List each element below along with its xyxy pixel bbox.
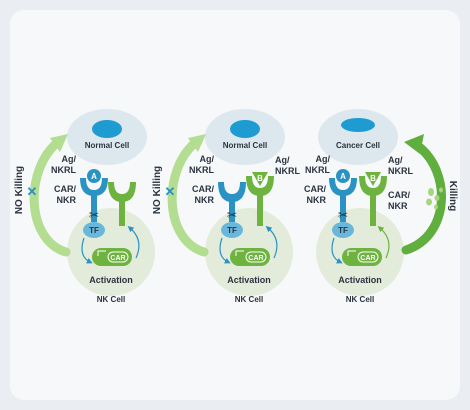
ag-label-b-1: Ag/ <box>275 155 290 165</box>
car-label-b-1: CAR/ <box>388 190 410 200</box>
receptor-a-label: A <box>340 172 346 181</box>
promoter-arrow <box>97 250 106 256</box>
inner-arrow-right <box>377 226 390 259</box>
ag-label-b-2: NKRL <box>388 166 413 176</box>
receptor-a: A <box>329 169 357 222</box>
panel-2: Normal Cell NO Killing ✕ B ✂ Ag/ NKRL CA… <box>152 109 300 304</box>
tf-bubble <box>83 222 105 238</box>
inner-arrow-left <box>81 237 93 264</box>
receptor-b: B <box>359 172 387 226</box>
inner-arrow-left <box>331 237 343 264</box>
scissors-icon: ✂ <box>338 208 348 222</box>
activation-label: Activation <box>89 275 133 285</box>
activation-label: Activation <box>338 275 382 285</box>
nucleus <box>341 118 375 132</box>
inner-arrow-right <box>127 226 140 259</box>
tf-bubble <box>221 222 243 238</box>
promoter-arrow <box>347 250 356 256</box>
car-label-1: CAR/ <box>304 184 326 194</box>
ag-label-2: NKRL <box>189 165 214 175</box>
tf-label: TF <box>227 226 237 235</box>
nk-cell-label: NK Cell <box>235 295 263 304</box>
receptor-b: B <box>246 172 274 226</box>
target-cell-label: Cancer Cell <box>336 141 380 150</box>
side-label: NO Killing <box>14 166 25 214</box>
side-label: Killing <box>447 181 458 212</box>
scissors-icon: ✂ <box>227 208 237 222</box>
tf-label: TF <box>338 226 348 235</box>
promoter-arrow <box>235 250 244 256</box>
x-icon: ✕ <box>27 184 38 199</box>
x-icon: ✕ <box>165 184 176 199</box>
side-label: NO Killing <box>152 166 163 214</box>
car-gene-label: CAR <box>360 255 375 262</box>
car-label-1: CAR/ <box>54 184 76 194</box>
nucleus <box>92 120 122 138</box>
activation-label: Activation <box>227 275 271 285</box>
inner-arrow-right <box>265 226 278 259</box>
receptor-a: A <box>80 169 108 222</box>
ag-label-1: Ag/ <box>62 154 77 164</box>
car-label-2: NKR <box>307 195 327 205</box>
debris-icon <box>426 187 443 210</box>
ag-label-2: NKRL <box>305 165 330 175</box>
nk-cell-label: NK Cell <box>97 295 125 304</box>
car-gene-inner <box>107 251 129 263</box>
ag-label-b-2: NKRL <box>275 166 300 176</box>
scissors-icon: ✂ <box>89 208 99 222</box>
inner-arrow-left <box>219 237 231 264</box>
tf-bubble <box>332 222 354 238</box>
tf-label: TF <box>89 226 99 235</box>
car-gene-inner <box>357 251 379 263</box>
target-cell <box>318 109 398 165</box>
car-gene-inner <box>245 251 267 263</box>
receptor-b-label: B <box>370 174 376 183</box>
car-label-b-2: NKR <box>388 201 408 211</box>
car-label-2: NKR <box>57 195 77 205</box>
target-cell-label: Normal Cell <box>85 141 129 150</box>
ag-label-b-1: Ag/ <box>388 155 403 165</box>
car-label-1: CAR/ <box>192 184 214 194</box>
car-gene-label: CAR <box>110 255 125 262</box>
receptor-green <box>108 182 136 226</box>
receptor-b-label: B <box>257 174 263 183</box>
ag-label-2: NKRL <box>51 165 76 175</box>
cycle-arrow <box>167 137 209 257</box>
car-label-2: NKR <box>195 195 215 205</box>
target-cell-label: Normal Cell <box>223 141 267 150</box>
cycle-arrow-head <box>188 134 206 152</box>
cycle-arrow <box>29 137 71 257</box>
ag-label-1: Ag/ <box>316 154 331 164</box>
panel-1: Normal Cell NO Killing ✕ A ✂ Ag/ NKRL CA… <box>14 109 155 304</box>
cycle-arrow <box>401 141 446 255</box>
receptor-blue <box>218 182 246 222</box>
cycle-arrow-head <box>50 134 68 152</box>
ag-label-1: Ag/ <box>200 154 215 164</box>
receptor-a-label: A <box>91 172 97 181</box>
nk-cell-label: NK Cell <box>346 295 374 304</box>
panel-3: Cancer Cell Killing A B ✂ Ag/ NKRL <box>304 109 458 304</box>
car-gene-label: CAR <box>248 255 263 262</box>
cycle-arrow-head <box>404 134 424 154</box>
nucleus <box>230 120 260 138</box>
